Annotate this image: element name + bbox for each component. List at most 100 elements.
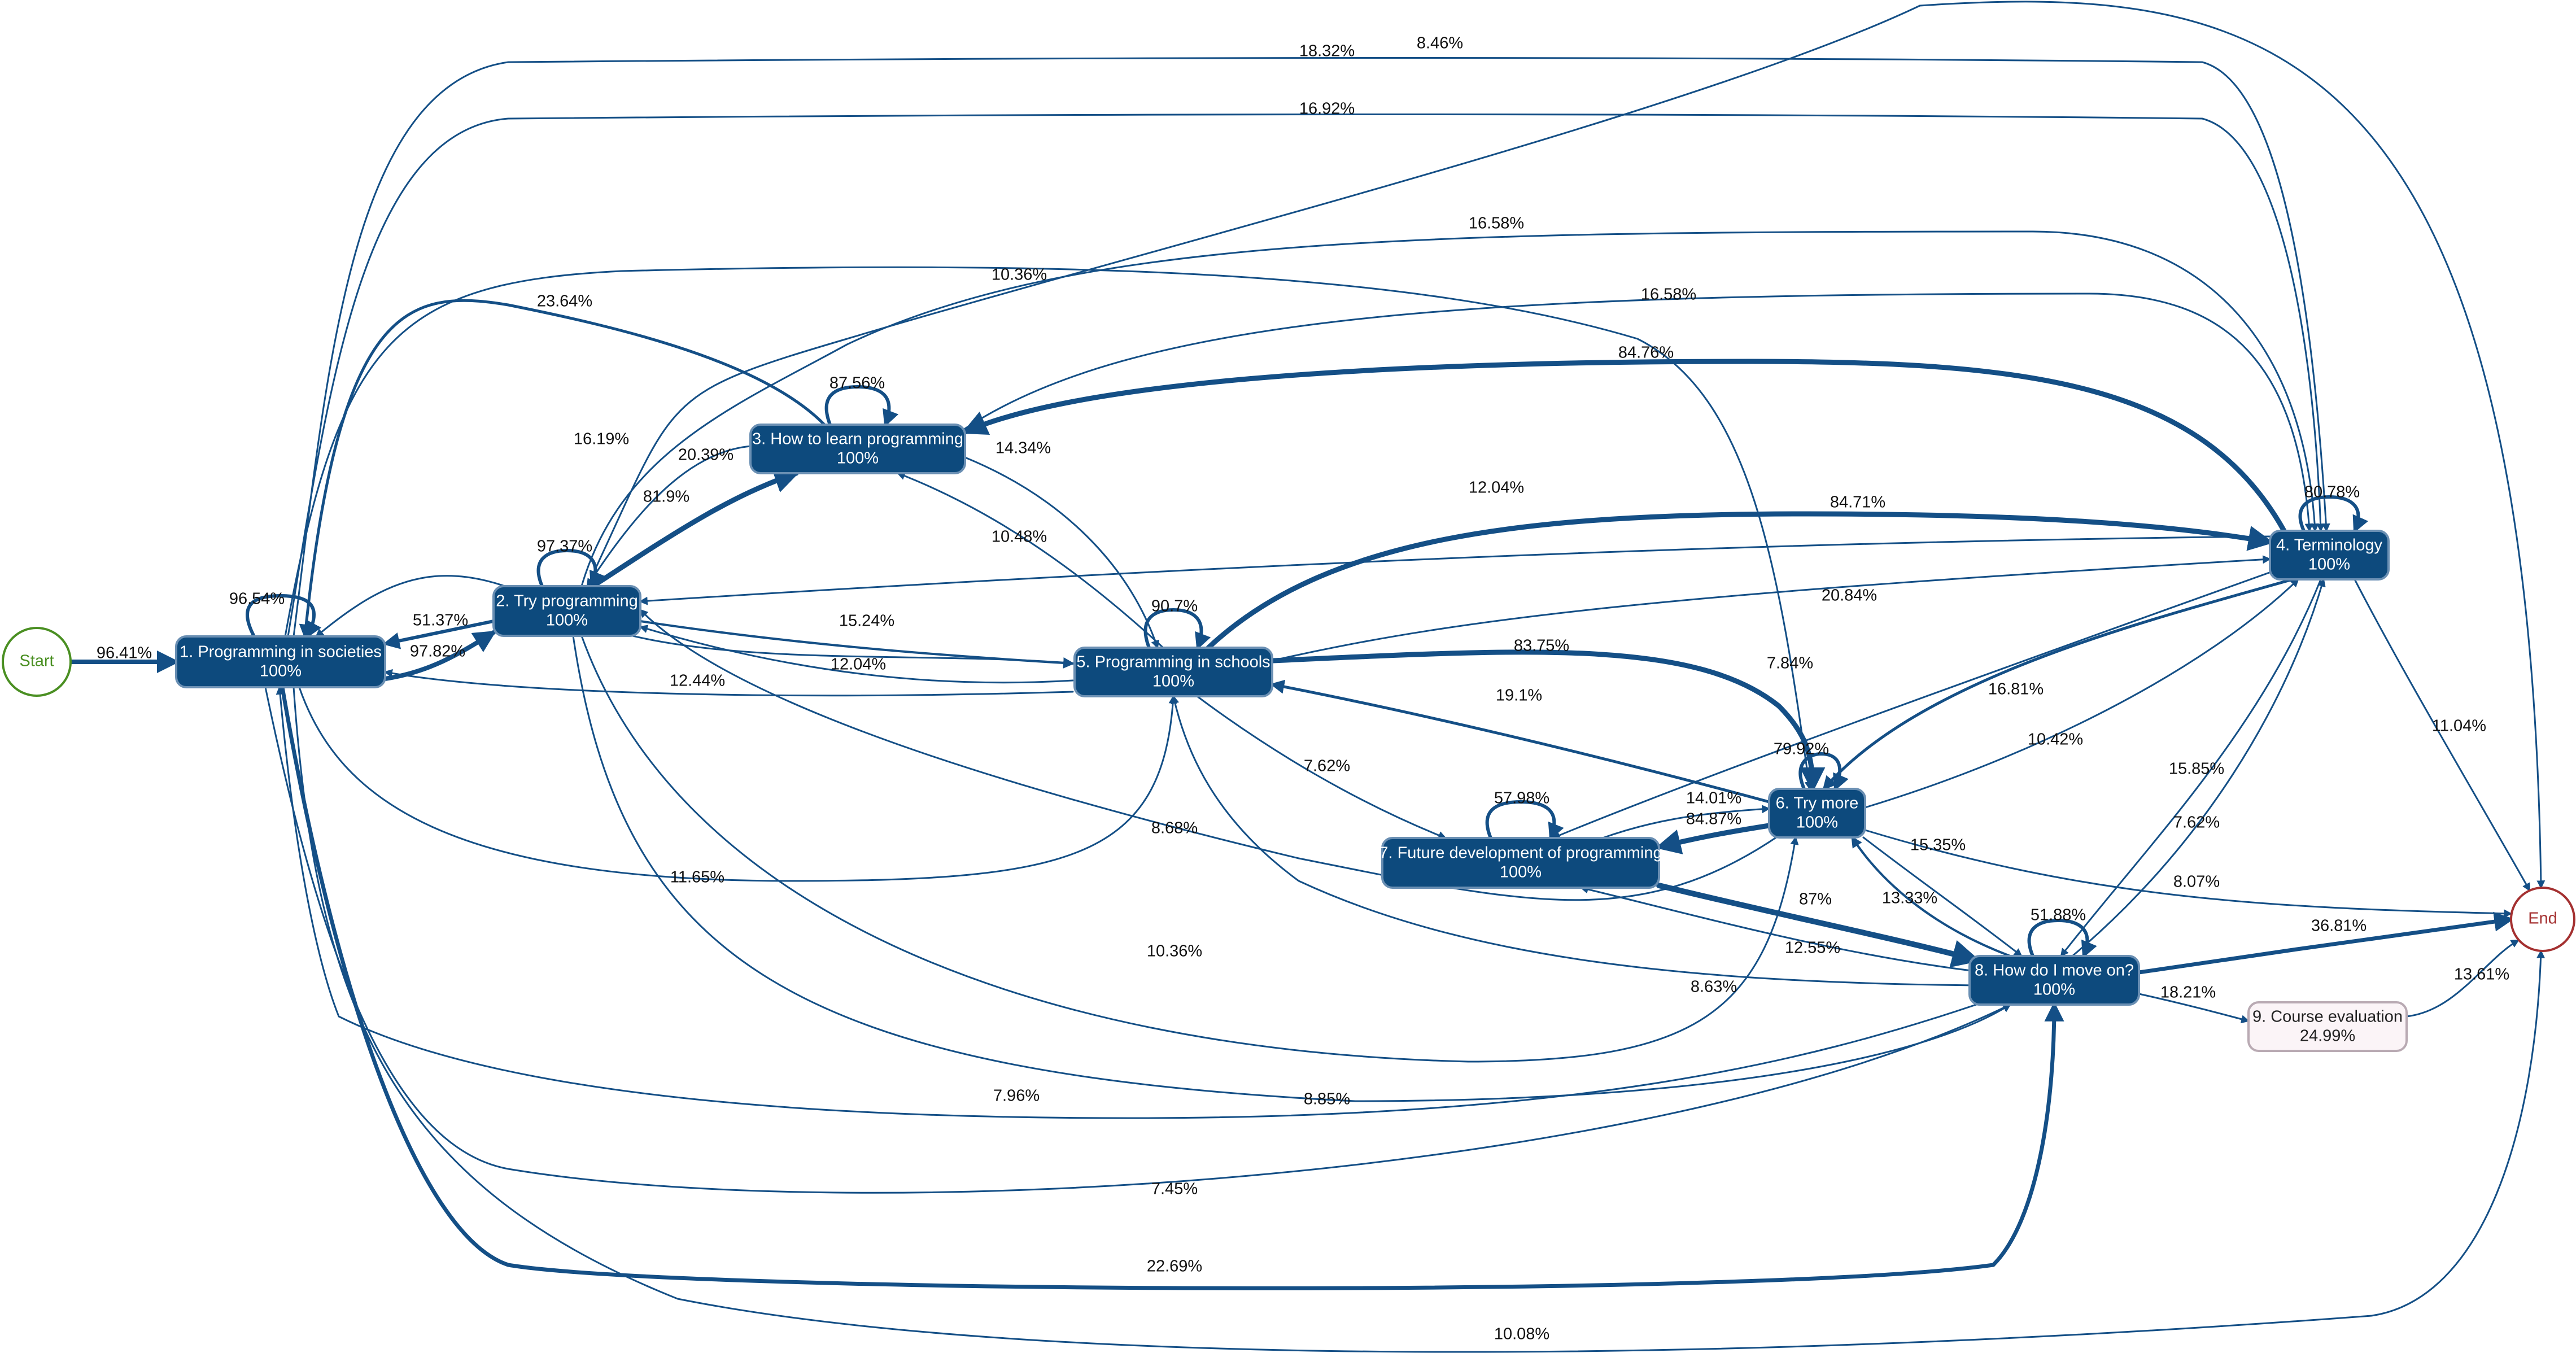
activity-node-percentage: 100% (837, 449, 879, 468)
edge-n5-to-n1-38 (383, 669, 1074, 697)
edge-label-n4-to-n4-7: 80.78% (2304, 483, 2360, 501)
edge-label-n5-to-n1-38: 12.44% (670, 672, 725, 690)
start-node-label: Start (19, 652, 54, 670)
edge-n2-to-n8-57 (572, 635, 2011, 1102)
edge-label-n2-to-end-44: 8.46% (1417, 34, 1463, 53)
edge-n2-to-n1-2 (382, 619, 495, 649)
edge-n1-to-n2-3 (383, 630, 497, 681)
activity-node-percentage: 100% (1796, 814, 1838, 832)
edge-label-n5-to-n7-53: 7.62% (1304, 757, 1350, 775)
edge-n8-to-n1-34 (276, 686, 1977, 1119)
activity-node-title: 7. Future development of programming (1379, 844, 1662, 862)
edge-label-start-to-n1-0: 96.41% (97, 644, 152, 662)
activity-node-box (1968, 955, 2140, 1006)
edge-label-n1-to-n2-3: 97.82% (410, 643, 465, 661)
edge-n1-to-n4-42 (292, 57, 2330, 638)
edge-n1-to-n8-33 (264, 686, 2012, 1194)
edge-n1-to-n6-47 (284, 266, 1813, 791)
edge-label-n6-to-end-30: 8.07% (2173, 873, 2220, 891)
edge-n5-to-n5-6 (1143, 608, 1211, 651)
activity-node-box (2269, 530, 2390, 581)
edge-label-n5-to-n2-37: 12.04% (831, 656, 886, 674)
activity-node-percentage: 100% (1500, 863, 1542, 881)
edge-n8-to-n9-27 (2138, 993, 2250, 1024)
edge-label-n1-to-end-31: 10.08% (1494, 1325, 1549, 1343)
edge-label-n8-to-n6-24: 13.33% (1882, 889, 1937, 907)
end-node-circle (2510, 887, 2575, 952)
edge-n4-to-n3-15 (961, 359, 2287, 534)
edge-label-n7-to-n7-9: 57.98% (1494, 789, 1549, 808)
edge-label-n8-to-n1-34: 7.96% (993, 1087, 1040, 1105)
edge-label-n6-to-n6-8: 79.92% (1774, 740, 1829, 758)
activity-node-box (2247, 1001, 2408, 1052)
edge-label-n4-to-n8-51: 15.85% (2169, 760, 2224, 778)
edge-n6-to-n5-19 (1270, 679, 1771, 804)
edge-label-n6-to-n2-54: 8.68% (1151, 819, 1198, 837)
activity-node-percentage: 100% (1152, 673, 1194, 691)
activity-node-box (1381, 837, 1660, 889)
edge-n7-to-n6-21 (1601, 805, 1771, 839)
edge-label-n5-to-n4-16: 84.71% (1830, 494, 1885, 512)
edge-label-n2-to-n4-45: 16.58% (1469, 215, 1524, 233)
activity-node-box (492, 585, 641, 637)
edge-n3-to-n4-46 (959, 293, 2313, 533)
edge-n2-to-n2-4 (536, 548, 605, 589)
edge-label-n3-to-n1-13: 23.64% (537, 293, 592, 311)
edge-label-n6-to-n5-19: 19.1% (1496, 687, 1542, 705)
edge-n5-to-n2-37 (639, 625, 1074, 684)
activity-node-title: 3. How to learn programming (752, 430, 963, 448)
edge-n4-to-n7-50 (1551, 569, 2277, 840)
edge-label-n2-to-n2-4: 97.37% (537, 538, 592, 556)
edge-n5-to-n7-53 (1196, 695, 1447, 840)
edge-n8-to-end-26 (2137, 911, 2514, 975)
edge-n6-to-n4-49 (1864, 578, 2299, 809)
edge-label-n2-to-n3-11: 81.9% (643, 488, 689, 506)
edge-n4-to-n5-17 (1271, 555, 2272, 662)
edge-label-n1-to-n1-1: 96.54% (229, 590, 285, 608)
transition-labels: 96.41%96.54%51.37%97.82%97.37%87.56%90.7… (97, 34, 2509, 1343)
edge-label-n2-to-n5-36: 15.24% (839, 612, 894, 630)
activity-node-title: 1. Programming in societies (180, 643, 382, 661)
edge-n2-to-n3-11 (590, 468, 800, 589)
end-node-label: End (2528, 910, 2557, 928)
edge-n8-to-n5-56 (1171, 695, 1977, 987)
edge-n6-to-n7-20 (1655, 823, 1772, 854)
edge-n4-to-n2-39 (639, 535, 2271, 605)
activity-node-title: 9. Course evaluation (2252, 1008, 2403, 1026)
edge-n8-to-n4-52 (2071, 578, 2326, 957)
edge-label-n5-to-n5-6: 90.7% (1151, 597, 1198, 616)
edge-label-n8-to-n9-27: 18.21% (2160, 984, 2216, 1002)
edge-n7-to-n8-22 (1656, 883, 1981, 968)
edge-n2-to-n6-55 (580, 635, 1799, 1063)
edge-label-n4-to-n3-15: 84.76% (1618, 344, 1674, 362)
activity-node-box (1073, 647, 1273, 697)
activity-node-box (1768, 788, 1866, 839)
start-node[interactable]: Start (2, 627, 72, 697)
activity-node-percentage: 100% (260, 662, 302, 680)
edge-label-n1-to-n4-43: 16.92% (1299, 100, 1355, 118)
edge-n6-to-n8-25 (1862, 836, 2023, 957)
edge-label-n2-to-n6-55: 10.36% (1147, 942, 1202, 961)
activity-node-box (749, 424, 966, 474)
edge-n2-to-end-44 (586, 1, 2546, 889)
edge-n5-to-n4-16 (1206, 511, 2274, 651)
activity-node-n8[interactable]: 8. How do I move on?100% (1968, 955, 2140, 1006)
end-node[interactable]: End (2510, 887, 2575, 952)
edge-n1-to-n5-35 (298, 686, 1177, 882)
activity-node-box (175, 635, 386, 688)
edge-n1-to-end-31 (292, 686, 2546, 1353)
activity-node-percentage: 100% (546, 612, 588, 630)
edge-n1-to-n4-43 (287, 114, 2325, 638)
edge-n6-to-n2-54 (639, 609, 1780, 901)
edge-label-n1-to-n4-42: 18.32% (1299, 42, 1355, 60)
edge-label-n2-to-n1-2: 51.37% (413, 612, 468, 630)
edge-n9-to-end-28 (2405, 939, 2520, 1018)
